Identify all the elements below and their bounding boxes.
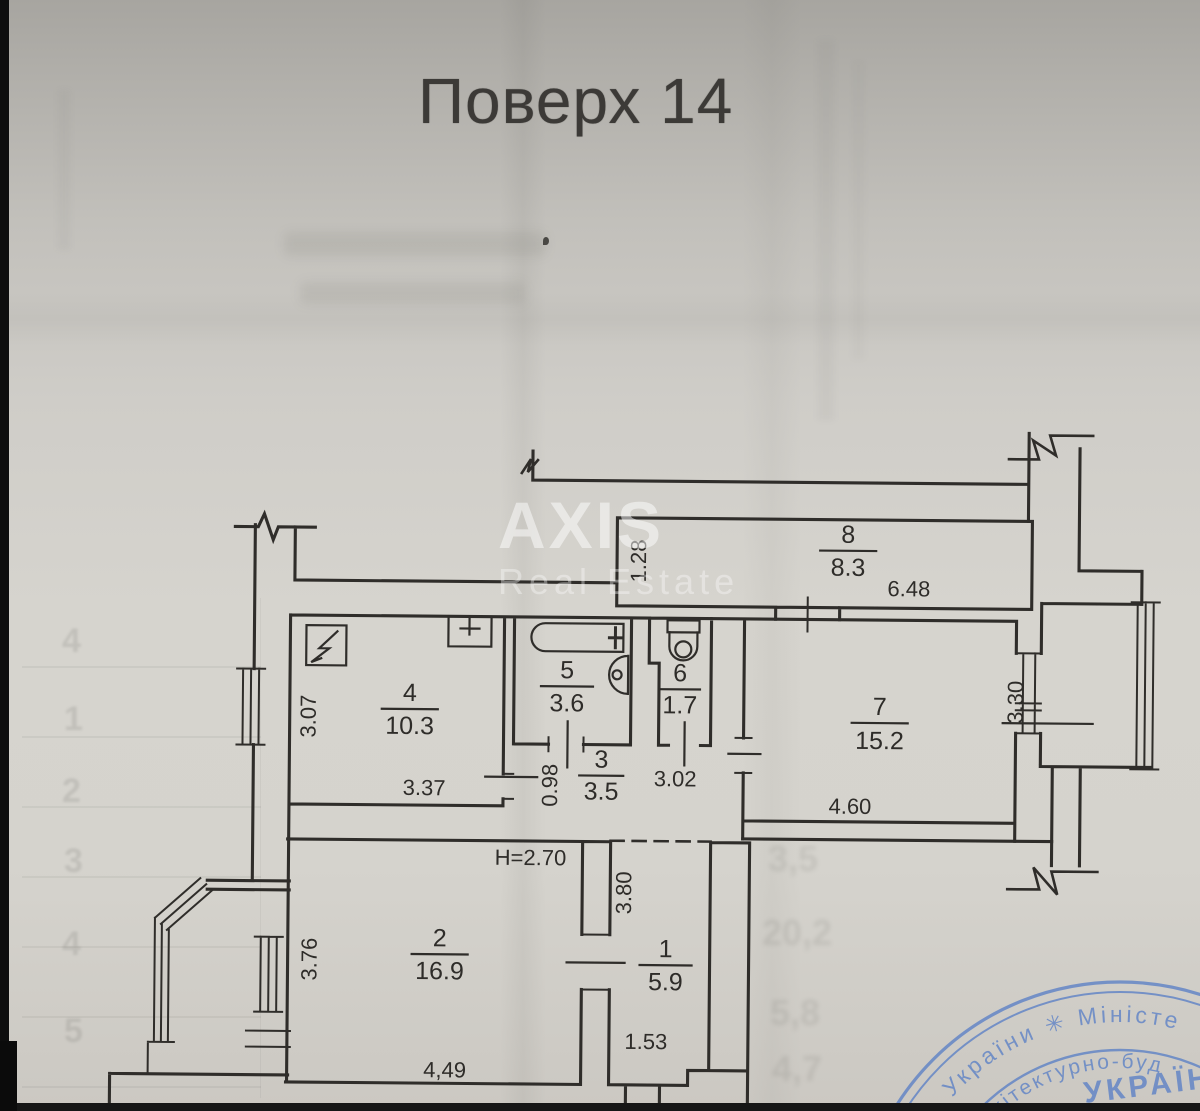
fold-shadow: [742, 0, 802, 1111]
break-icon: [1005, 866, 1099, 896]
room-area: 5.9: [648, 968, 683, 996]
room-area: 3.6: [549, 689, 584, 717]
room-number: 6: [673, 659, 687, 687]
dim-6-48: 6.48: [887, 576, 930, 601]
photo-edge-left: [0, 0, 9, 1111]
watermark-subtitle: Real Estate: [498, 561, 740, 602]
partition-walls: [284, 613, 1019, 1084]
door-tick: [484, 720, 1094, 964]
room-8-label: 8 8.3: [819, 521, 878, 582]
bleedthrough-number: 3: [64, 842, 83, 880]
door-jambs: [501, 596, 809, 991]
room-number: 4: [403, 679, 417, 707]
room-number: 1: [659, 935, 673, 963]
room-labels: 8 8.3 4 10.3 5 3.6 6 1.7: [380, 521, 909, 996]
ink-dot: [543, 237, 549, 245]
dim-4-60: 4.60: [828, 794, 871, 819]
room-area: 8.3: [831, 554, 866, 582]
room-area: 16.9: [415, 957, 464, 985]
photo-edge-corner: [0, 1041, 17, 1111]
vent-icon: [447, 615, 493, 648]
room-area: 1.7: [662, 691, 697, 719]
dim-3-30: 3.30: [1003, 681, 1028, 724]
kitchen-window: [235, 667, 267, 746]
bleedthrough-number: 4: [62, 925, 81, 963]
sink-icon: [608, 654, 630, 696]
dim-1-28: 1.28: [626, 539, 651, 582]
bleedthrough-number: 1: [64, 700, 83, 738]
bleedthrough-text-smudge: [300, 282, 525, 304]
room-number: 8: [841, 521, 855, 549]
room-5-label: 5 3.6: [539, 656, 595, 718]
dim-3-07: 3.07: [296, 695, 321, 738]
dim-4-49: 4,49: [423, 1057, 466, 1082]
room-number: 5: [560, 656, 574, 684]
room2-window: [253, 935, 284, 1013]
room-number: 2: [433, 924, 447, 952]
bleedthrough-number: 4,7: [772, 1048, 823, 1089]
bay-window: [146, 876, 291, 1075]
room8-walls: [615, 516, 1035, 622]
page-title: Поверх 14: [418, 65, 734, 137]
dim-3-37: 3.37: [403, 775, 446, 800]
lower-walls: [283, 837, 1054, 1111]
balcony-walls: [1038, 601, 1152, 868]
bleedthrough-column: [818, 40, 834, 420]
room-area: 10.3: [385, 712, 434, 740]
dim-3-76: 3.76: [296, 938, 321, 981]
ceiling-height-note: H=2.70: [495, 845, 567, 871]
toilet-icon: [666, 619, 701, 662]
fixtures: [305, 615, 701, 696]
room-7-label: 7 15.2: [850, 693, 909, 755]
dim-3-02: 3.02: [654, 766, 697, 791]
bleedthrough-number: 5: [64, 1012, 83, 1050]
room-area: 15.2: [855, 727, 904, 755]
room-2-label: 2 16.9: [410, 924, 469, 985]
room-number: 7: [873, 693, 887, 721]
dimension-labels: 1.28 6.48 3.07 3.37 0.98 3.02 4.60 3.30 …: [296, 539, 1029, 1082]
room-area: 3.5: [584, 778, 619, 806]
dim-3-80: 3.80: [611, 871, 636, 914]
break-icon: [520, 458, 540, 475]
photo-edge-bottom: [0, 1103, 1200, 1111]
official-stamp: ства України ✳ Міністе архітектурно-буд …: [891, 980, 1200, 1111]
dim-0-98: 0.98: [537, 764, 562, 807]
watermark: AXIS Real Estate: [498, 492, 739, 600]
windows: [146, 596, 1161, 1075]
bleedthrough-number: 5,8: [770, 992, 821, 1033]
room-3-label: 3 3.5: [578, 746, 625, 806]
bleedthrough-number: 2: [62, 772, 81, 810]
bleedthrough-text-smudge: [284, 232, 546, 256]
door-ticks: [484, 720, 1094, 964]
bleedthrough-table-lines: [22, 598, 261, 1098]
stove-icon: [305, 623, 348, 667]
bathtub-icon: [530, 622, 625, 653]
bleedthrough-number: 3,5: [768, 838, 819, 879]
bleedthrough-number: 20,2: [762, 912, 833, 953]
room-4-label: 4 10.3: [380, 679, 439, 740]
bleedthrough-column: [58, 90, 70, 250]
fold-shadow: [0, 292, 1200, 346]
room-1-label: 1 5.9: [638, 935, 693, 996]
wall-break-symbols: [520, 434, 1099, 896]
bleedthrough-number: 4: [62, 622, 81, 660]
room-number: 3: [594, 746, 608, 774]
watermark-brand: AXIS: [498, 488, 665, 562]
loggia-window: [1129, 601, 1161, 771]
balcony-door-frame: [1014, 652, 1043, 735]
entry-passage-dashed: [609, 839, 712, 843]
fold-shadow: [500, 0, 546, 1111]
room-6-label: 6 1.7: [658, 659, 702, 719]
dim-1-53: 1.53: [624, 1029, 667, 1054]
break-icon: [1007, 434, 1095, 461]
